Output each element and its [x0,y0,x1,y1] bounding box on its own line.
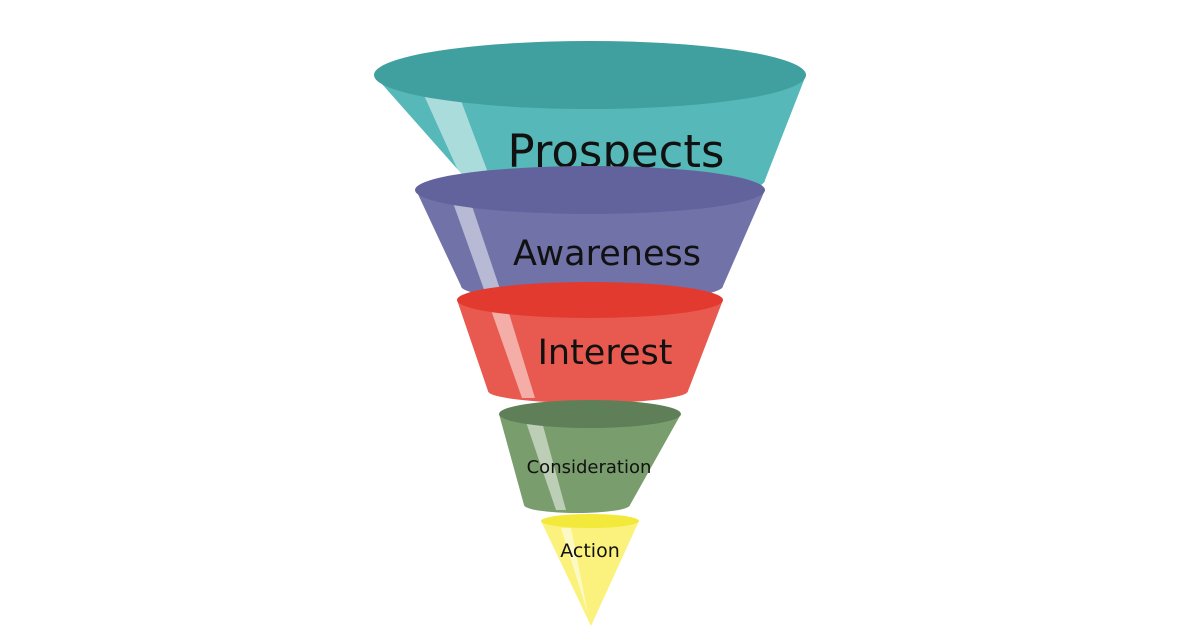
funnel-stage-action: Action [541,514,639,626]
funnel-stage-consideration-rim [499,400,681,428]
funnel-stage-awareness-highlight [452,200,503,298]
funnel-stage-interest-rim [457,282,723,318]
funnel-stage-prospects-rim [374,41,806,109]
funnel-stage-action-rim [541,514,639,528]
funnel-stage-action-highlight [561,528,588,614]
funnel-stage-action-body [541,521,639,626]
funnel-stage-consideration: Consideration [499,400,681,513]
funnel-stage-interest: Interest [457,282,723,403]
funnel-stage-awareness-label: Awareness [513,234,701,274]
funnel-stage-action-label: Action [560,540,620,562]
funnel-stage-prospects-highlight [418,82,493,186]
funnel-stage-consideration-highlight [526,422,566,510]
funnel-stage-awareness-rim [415,166,765,214]
funnel-stage-interest-label: Interest [538,333,673,373]
funnel-stage-consideration-label: Consideration [527,457,652,478]
funnel-stage-awareness: Awareness [415,166,765,302]
funnel-stage-awareness-body [416,190,765,302]
funnel-stage-interest-highlight [491,310,535,398]
